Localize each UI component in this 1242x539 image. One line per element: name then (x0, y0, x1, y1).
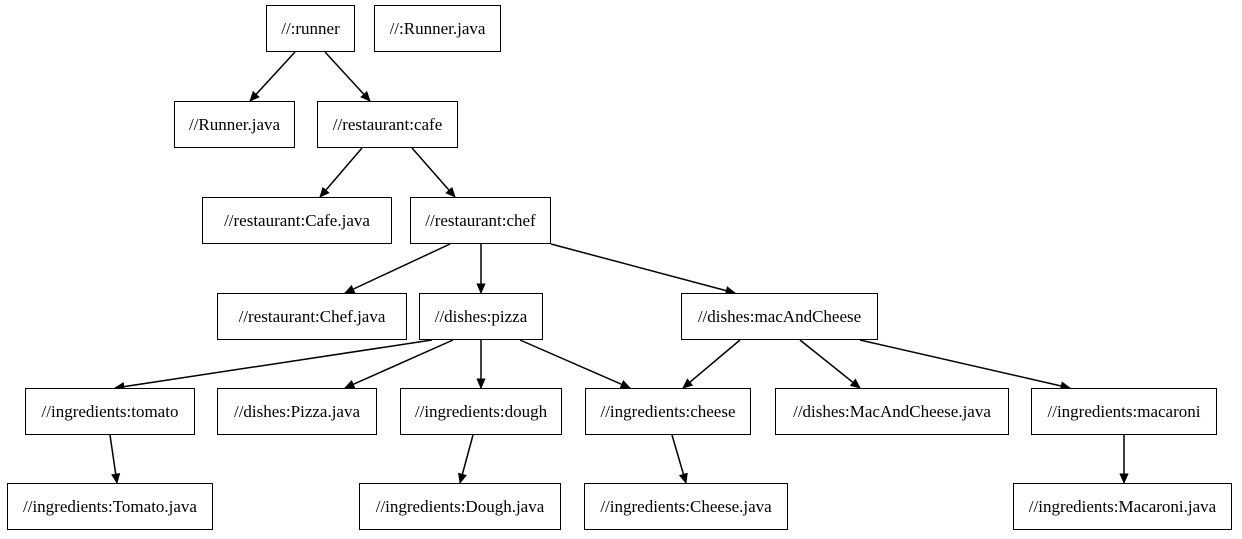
graph-node-ing_macaroni[interactable]: //ingredients:macaroni (1031, 388, 1217, 435)
graph-node-cheese_java[interactable]: //ingredients:Cheese.java (584, 483, 788, 530)
graph-edge-ing_dough-to-dough_java (458, 434, 474, 485)
graph-node-label: //ingredients:tomato (41, 402, 179, 421)
graph-node-label: //ingredients:Macaroni.java (1028, 497, 1217, 516)
graph-node-macaroni_java[interactable]: //ingredients:Macaroni.java (1013, 483, 1232, 530)
graph-node-tomato_java[interactable]: //ingredients:Tomato.java (7, 483, 213, 530)
graph-edge-restaurant_cafe-to-cafe_java (319, 147, 363, 198)
graph-node-label: //dishes:Pizza.java (233, 402, 361, 421)
graph-node-label: //ingredients:dough (414, 402, 548, 421)
graph-node-ing_dough[interactable]: //ingredients:dough (400, 388, 562, 435)
graph-node-pizza_java[interactable]: //dishes:Pizza.java (217, 388, 377, 435)
graph-node-cafe_java[interactable]: //restaurant:Cafe.java (202, 197, 392, 244)
graph-node-label: //ingredients:Tomato.java (23, 497, 197, 516)
graph-edge-dishes_pizza-to-pizza_java (344, 339, 454, 389)
graph-node-label: //ingredients:macaroni (1047, 402, 1201, 421)
graph-node-ing_cheese[interactable]: //ingredients:cheese (585, 388, 751, 435)
graph-node-label: //restaurant:cafe (332, 115, 443, 134)
graph-node-label: //dishes:MacAndCheese.java (793, 402, 991, 421)
graph-node-dishes_pizza[interactable]: //dishes:pizza (419, 293, 543, 340)
graph-edge-runner-to-restaurant_cafe (324, 51, 371, 102)
graph-node-dough_java[interactable]: //ingredients:Dough.java (359, 483, 561, 530)
graph-edge-dishes_mac-to-ing_macaroni (859, 339, 1072, 391)
graph-edge-ing_tomato-to-tomato_java (109, 434, 121, 485)
graph-node-label: //Runner.java (188, 115, 281, 134)
graph-node-label: //ingredients:Cheese.java (600, 497, 772, 516)
graph-node-runner[interactable]: //:runner (266, 5, 355, 52)
graph-node-ing_tomato[interactable]: //ingredients:tomato (25, 388, 195, 435)
graph-node-label: //dishes:pizza (434, 307, 528, 326)
graph-node-runner_java_root[interactable]: //:Runner.java (374, 5, 501, 52)
graph-edge-dishes_mac-to-mac_java (799, 339, 861, 389)
graph-node-label: //:runner (281, 19, 340, 38)
graph-node-label: //ingredients:cheese (600, 402, 736, 421)
graph-node-chef_java[interactable]: //restaurant:Chef.java (217, 293, 407, 340)
graph-node-mac_java[interactable]: //dishes:MacAndCheese.java (775, 388, 1009, 435)
graph-node-dishes_mac[interactable]: //dishes:macAndCheese (681, 293, 878, 340)
graph-edge-dishes_pizza-to-ing_cheese (519, 339, 631, 389)
graph-edge-dishes_pizza-to-ing_tomato (113, 339, 433, 392)
graph-edge-restaurant_cafe-to-restaurant_chef (411, 147, 456, 198)
graph-node-label: //restaurant:Cafe.java (224, 211, 370, 230)
graph-edge-dishes_mac-to-ing_cheese (682, 339, 741, 389)
graph-node-label: //:Runner.java (389, 19, 486, 38)
graph-node-label: //restaurant:chef (425, 211, 536, 230)
graph-edge-restaurant_chef-to-chef_java (344, 243, 451, 294)
graph-node-label: //ingredients:Dough.java (375, 497, 545, 516)
graph-node-label: //restaurant:Chef.java (238, 307, 386, 326)
graph-node-label: //dishes:macAndCheese (697, 307, 862, 326)
graph-edge-runner-to-runner_java (249, 51, 296, 102)
graph-node-runner_java[interactable]: //Runner.java (174, 101, 295, 148)
graph-edge-restaurant_chef-to-dishes_mac (550, 243, 737, 296)
graph-edge-ing_cheese-to-cheese_java (671, 434, 688, 485)
graph-node-restaurant_cafe[interactable]: //restaurant:cafe (317, 101, 458, 148)
graph-node-restaurant_chef[interactable]: //restaurant:chef (410, 197, 551, 244)
